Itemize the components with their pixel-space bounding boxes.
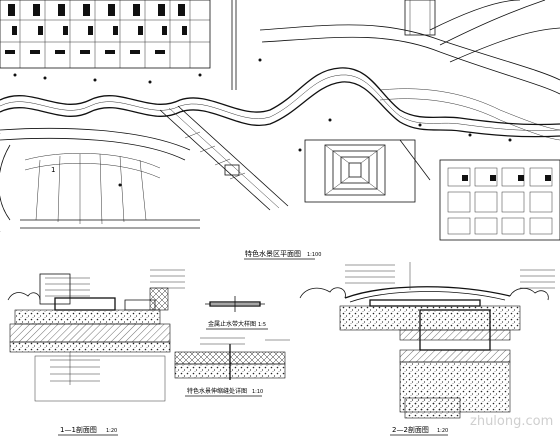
expansion-joint-title: 特色水景伸缩缝处详图 <box>187 387 247 395</box>
site-plan: 特色水景区平面图 1:100 1 <box>0 0 560 260</box>
wavy-water-channel <box>0 67 560 138</box>
diagonal-path <box>159 105 289 211</box>
section-1-1-title: 1—1剖面图 <box>60 425 97 434</box>
section-2-2-scale: 1:20 <box>437 428 448 434</box>
watermark: zhulong.com <box>470 414 553 429</box>
waterstop-detail: 金属止水带大样图 1:5 <box>205 296 268 330</box>
waterstop-scale: 1:5 <box>258 322 266 328</box>
expansion-joint-scale: 1:10 <box>252 389 263 395</box>
waterstop-title: 金属止水带大样图 <box>208 320 256 328</box>
plan-scale: 1:100 <box>307 252 321 258</box>
curved-roads <box>259 0 560 141</box>
arc-plaza <box>0 127 200 232</box>
house-units-right <box>439 159 560 241</box>
section-2-2: 2—2剖面图 1:20 <box>299 262 555 436</box>
plan-title: 特色水景区平面图 <box>245 249 301 258</box>
trees <box>13 58 512 187</box>
building-units <box>0 0 211 69</box>
section-2-2-title: 2—2剖面图 <box>392 425 429 434</box>
section-1-1: 1—1剖面图 1:20 <box>7 269 185 436</box>
section-1-1-scale: 1:20 <box>106 428 117 434</box>
tower-block <box>231 0 436 90</box>
section-marker-1: 1 <box>51 166 55 174</box>
feature-square <box>304 139 431 203</box>
expansion-joint-detail: 特色水景伸缩缝处详图 1:10 <box>174 337 290 397</box>
